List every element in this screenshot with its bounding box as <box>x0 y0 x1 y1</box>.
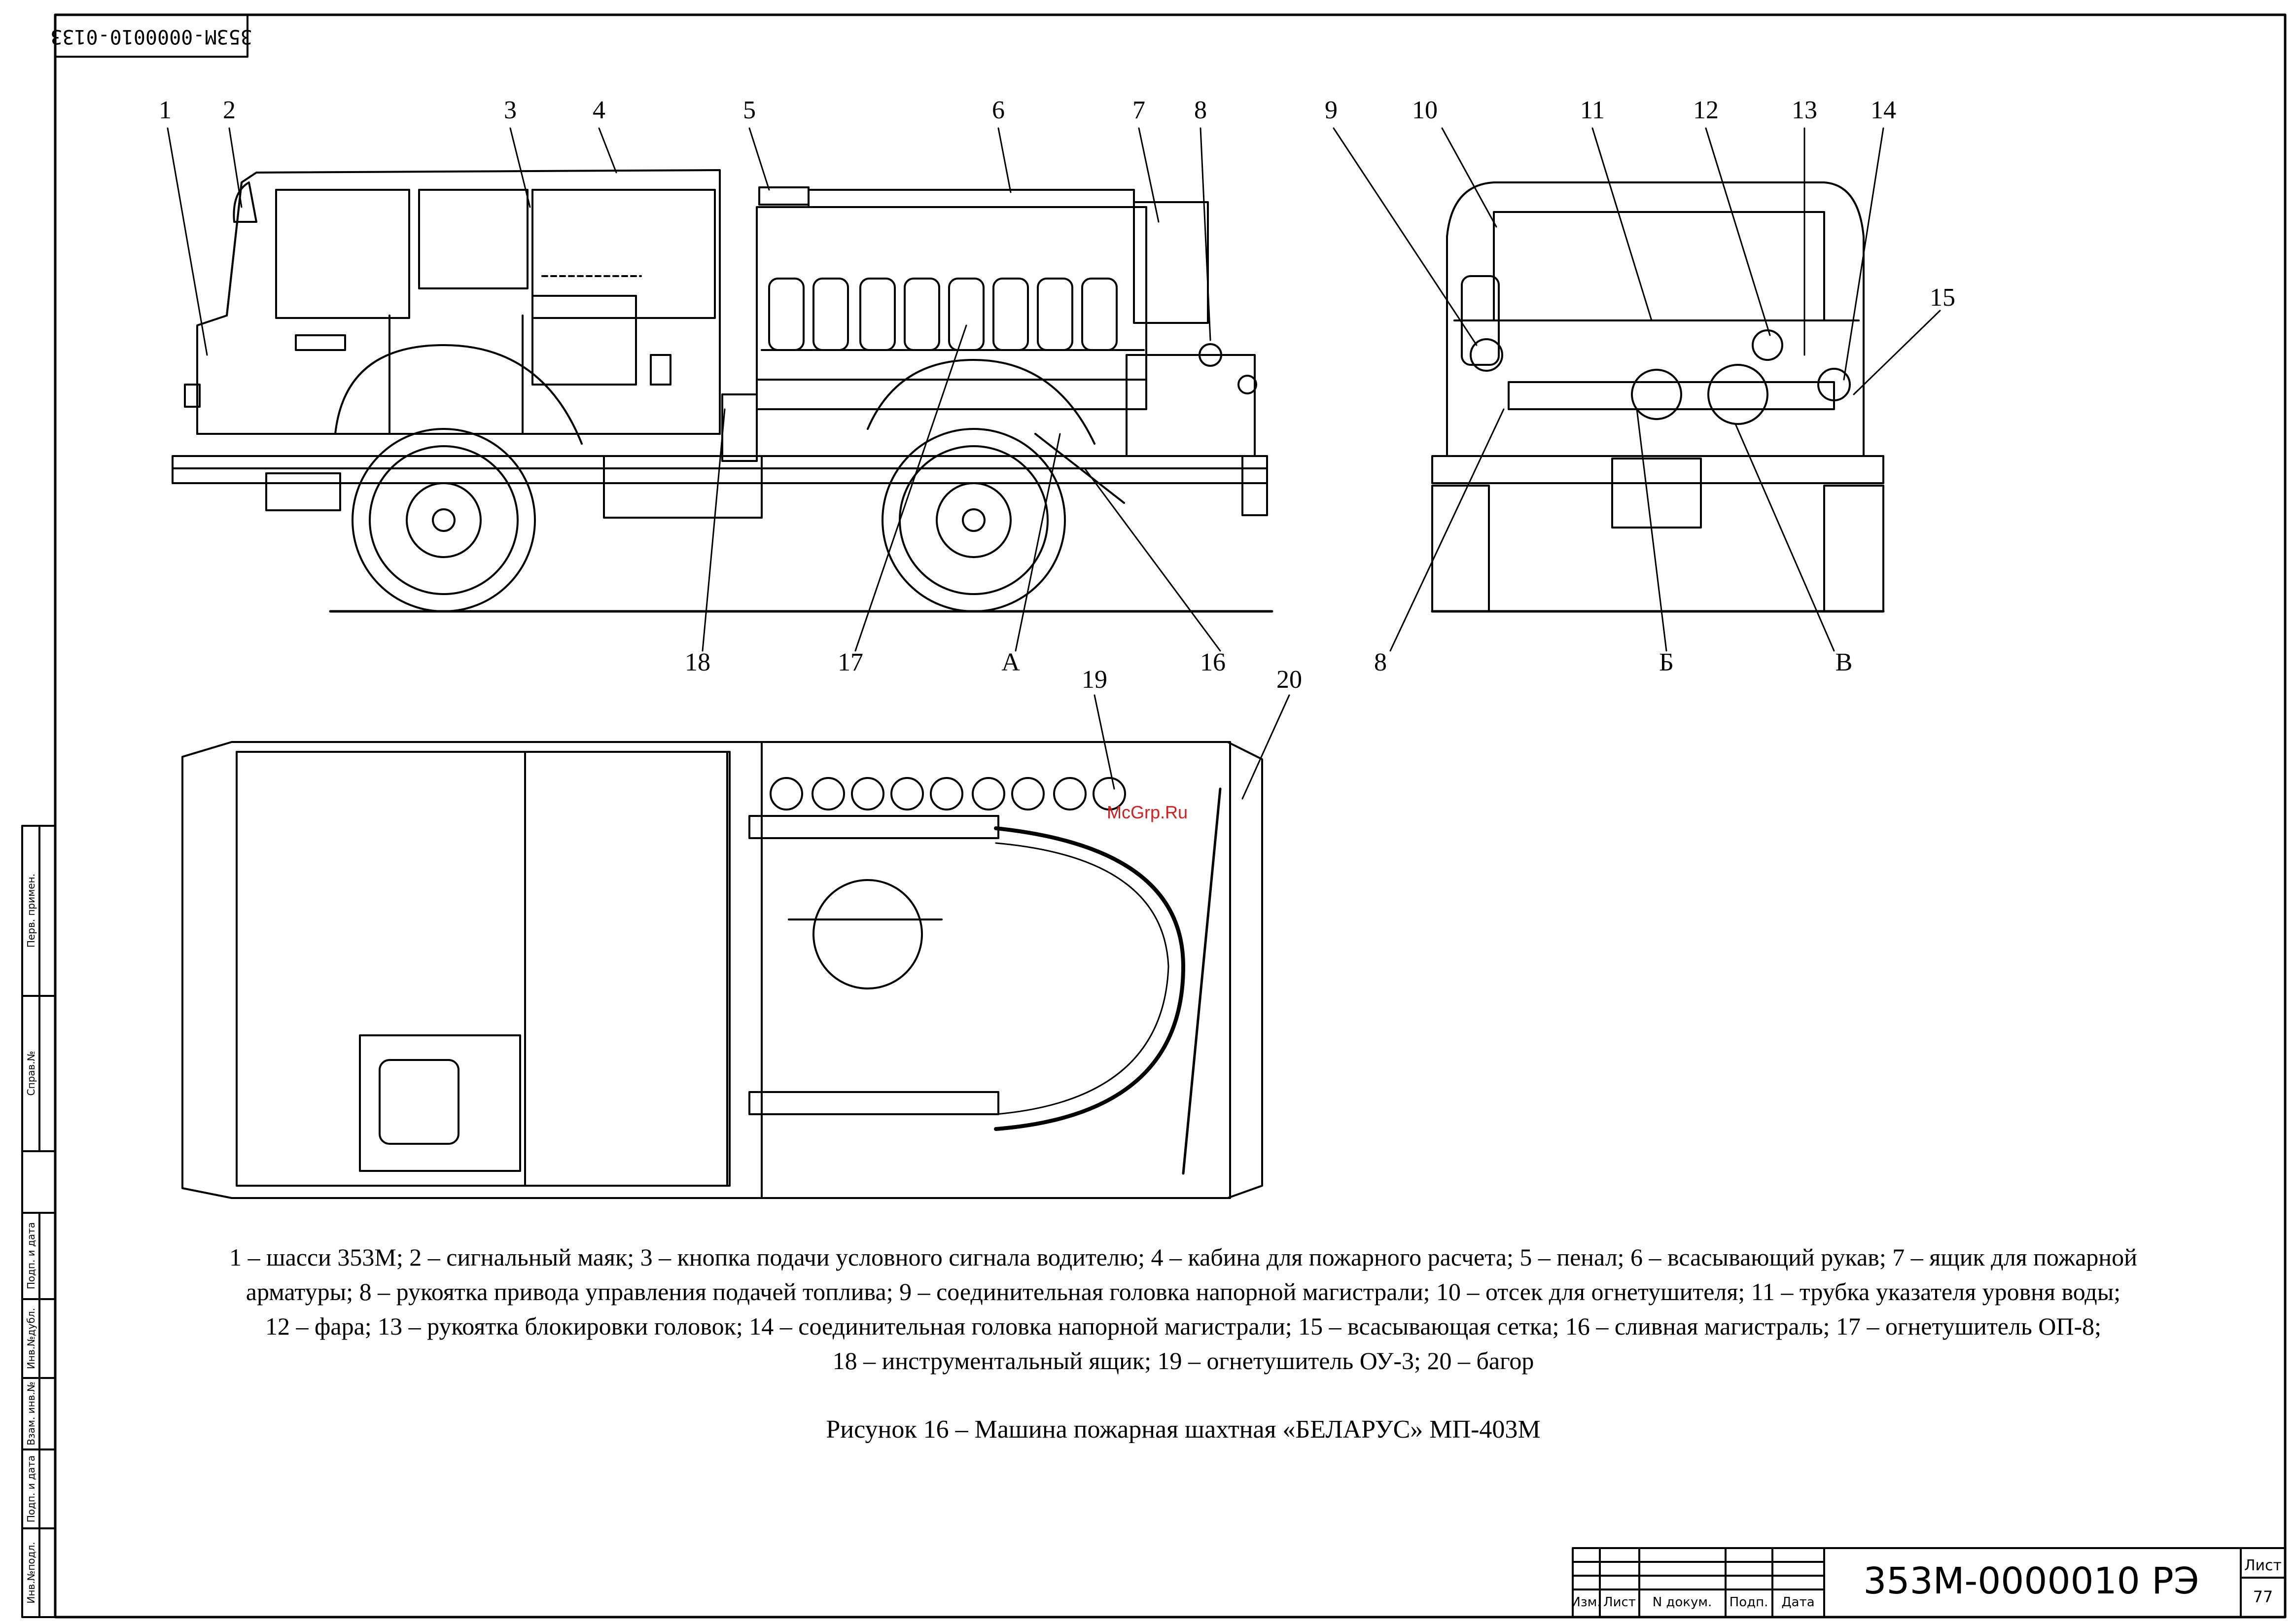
callout-6: 6 <box>992 96 1005 124</box>
callout-18: 18 <box>685 648 710 676</box>
callout-A: А <box>1001 648 1020 676</box>
figure-caption: Рисунок 16 – Машина пожарная шахтная «БЕ… <box>826 1415 1541 1444</box>
stamp-inv-dubl: Инв.№дубл. <box>25 1308 37 1369</box>
front-wheel <box>352 428 536 612</box>
callout-14: 14 <box>1871 96 1896 124</box>
title-block-text: Изм. Лист N докум. Подп. Дата 353М-00000… <box>1571 1557 2282 1610</box>
side-view <box>167 127 1273 652</box>
callout-V: В <box>1836 648 1853 676</box>
top-callouts: 19 20 <box>1082 666 1302 694</box>
extinguisher-row <box>761 278 1145 351</box>
callout-8: 8 <box>1194 96 1207 124</box>
callout-11: 11 <box>1580 96 1605 124</box>
tb-header-ndokum: N докум. <box>1653 1595 1712 1610</box>
top-view <box>181 694 1290 1199</box>
callout-8-rear: 8 <box>1374 648 1387 676</box>
extinguisher-row-top <box>770 777 1126 811</box>
side-stamp-labels: Перв. примен. Справ.№ Подп. и дата Инв.№… <box>25 874 37 1604</box>
side-stamp <box>21 825 56 1618</box>
legend: 1 – шасси 353М; 2 – сигнальный маяк; 3 –… <box>89 1240 2278 1378</box>
callout-B: Б <box>1659 648 1674 676</box>
stamp-podp-data-1: Подп. и дата <box>25 1222 37 1289</box>
callout-15: 15 <box>1930 283 1955 312</box>
tb-header-data: Дата <box>1781 1595 1814 1610</box>
corner-code: 353М-0000010-0133 <box>50 25 252 48</box>
title-block <box>1572 1547 2286 1618</box>
rear-view <box>1333 127 1941 652</box>
legend-line-1: 1 – шасси 353М; 2 – сигнальный маяк; 3 –… <box>229 1243 2137 1271</box>
callout-17: 17 <box>838 648 863 676</box>
callout-20: 20 <box>1276 666 1302 694</box>
sheet-number: 77 <box>2253 1588 2273 1606</box>
callout-5: 5 <box>743 96 756 124</box>
legend-line-3: 12 – фара; 13 – рукоятка блокировки голо… <box>265 1312 2101 1340</box>
stamp-perv-primen: Перв. примен. <box>25 874 37 948</box>
tb-header-izm: Изм. <box>1571 1595 1601 1610</box>
stamp-sprav: Справ.№ <box>25 1051 37 1096</box>
callout-19: 19 <box>1082 666 1107 694</box>
tb-header-list: Лист <box>1603 1595 1636 1610</box>
stamp-podp-data-2: Подп. и дата <box>25 1455 37 1522</box>
callout-7: 7 <box>1132 96 1145 124</box>
callout-1: 1 <box>159 96 172 124</box>
legend-line-4: 18 – инструментальный ящик; 19 – огнетуш… <box>832 1347 1534 1375</box>
callout-12: 12 <box>1693 96 1719 124</box>
tb-header-podp: Подп. <box>1730 1595 1768 1610</box>
side-callouts: 1 2 3 4 5 6 7 8 18 17 А 16 <box>159 96 1226 676</box>
doc-code: 353М-0000010 РЭ <box>1863 1560 2199 1602</box>
stamp-vzam-inv: Взам. инв.№ <box>25 1381 37 1445</box>
callout-3: 3 <box>504 96 517 124</box>
legend-line-2: арматуры; 8 – рукоятка привода управлени… <box>246 1278 2121 1306</box>
callout-4: 4 <box>593 96 605 124</box>
callout-10: 10 <box>1412 96 1438 124</box>
callout-9: 9 <box>1325 96 1338 124</box>
callout-2: 2 <box>223 96 236 124</box>
callout-16: 16 <box>1200 648 1226 676</box>
stamp-inv-podl: Инв.№подл. <box>25 1542 37 1603</box>
corner-code-box <box>54 14 248 58</box>
callout-13: 13 <box>1792 96 1817 124</box>
sheet-label: Лист <box>2244 1557 2282 1574</box>
watermark: McGrp.Ru <box>1107 802 1188 822</box>
rear-callouts: 9 10 11 12 13 14 15 8 Б В <box>1325 96 1955 676</box>
outer-frame <box>54 13 2287 1619</box>
